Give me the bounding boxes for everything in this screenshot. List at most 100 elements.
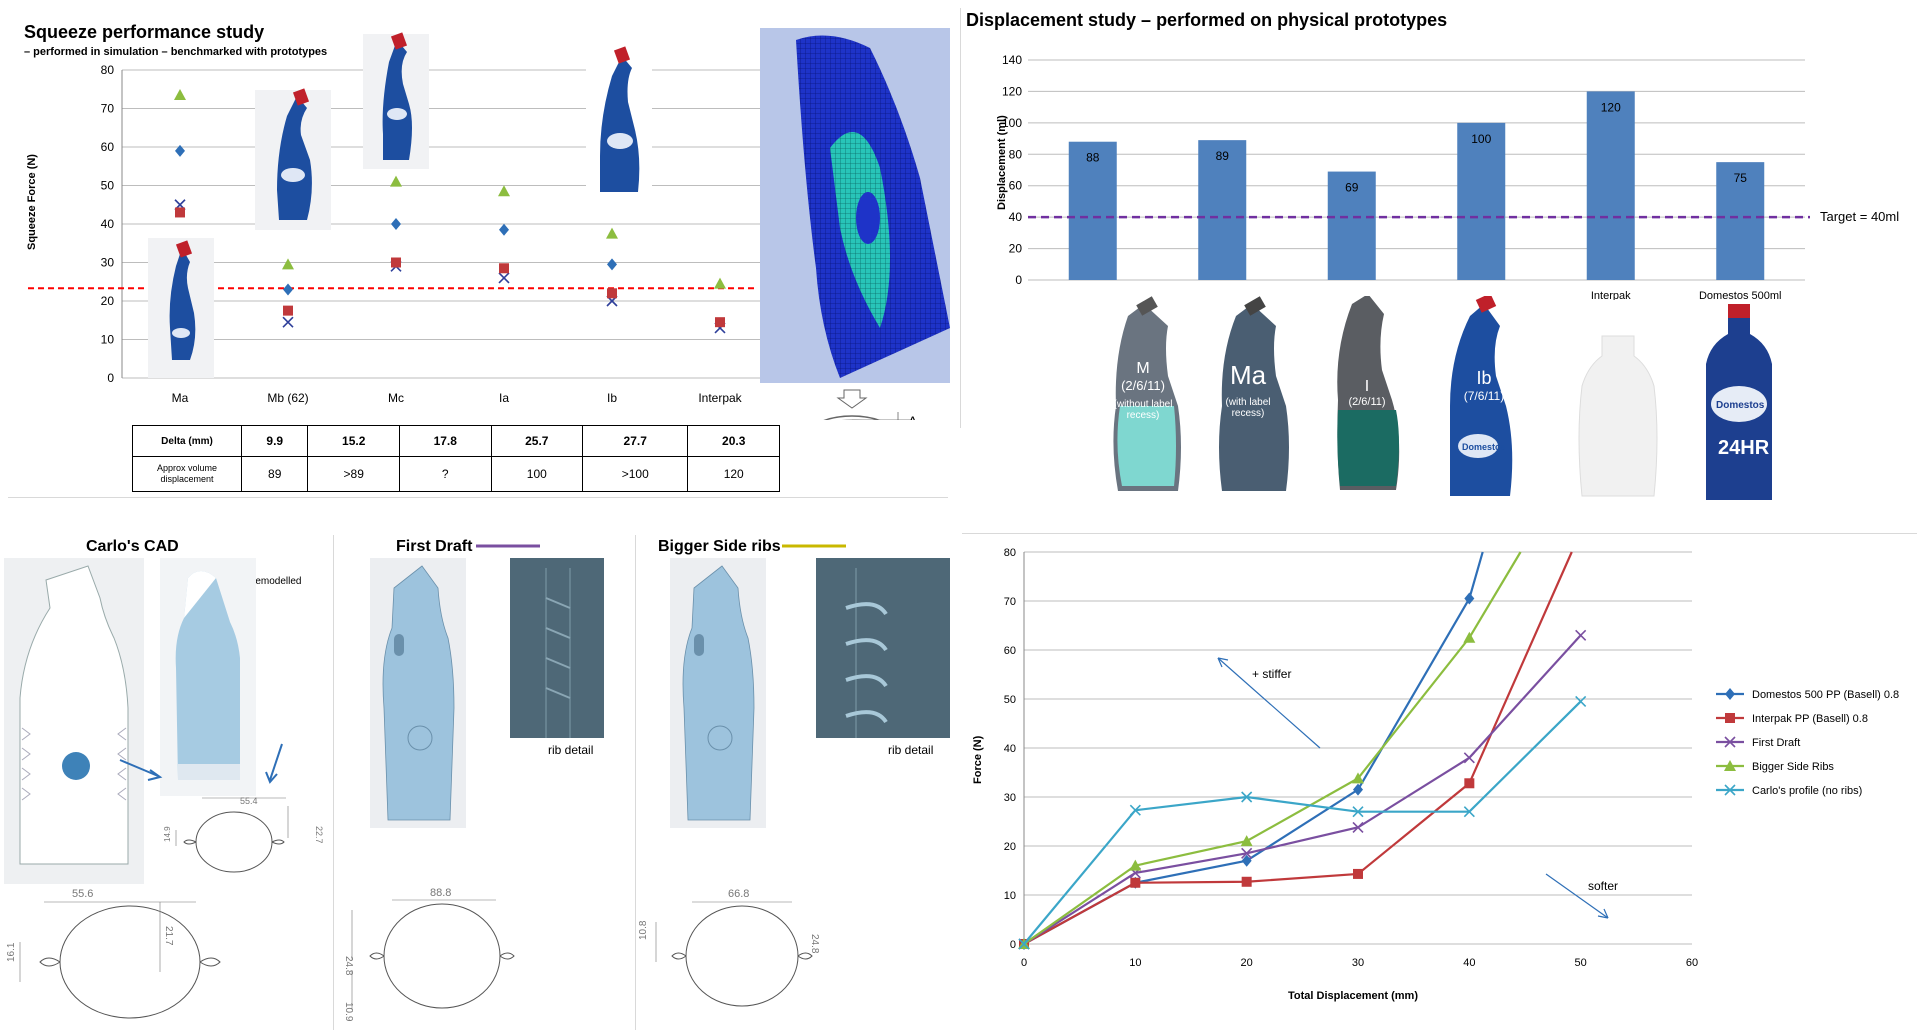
series-line <box>1023 700 1582 945</box>
dim-bigger-side: 10.8 <box>638 920 649 940</box>
bar-data-label: 100 <box>1471 132 1491 146</box>
data-point <box>1240 835 1253 847</box>
data-point <box>282 258 294 270</box>
bottle-label-ma-name: Ma <box>1229 360 1267 390</box>
data-point <box>1241 876 1252 887</box>
delta-cell: 17.8 <box>399 425 492 457</box>
squeeze-title: Squeeze performance study <box>24 22 265 42</box>
softer-label: softer <box>1588 879 1618 893</box>
first-draft-title: First Draft <box>396 538 473 555</box>
bottle-render-ma <box>148 238 214 378</box>
data-point <box>1353 783 1363 796</box>
volume-cell: >100 <box>582 456 689 492</box>
dim-bigger-width: 66.8 <box>728 888 749 900</box>
x-tick-label: Ib <box>607 391 617 405</box>
delta-cell: 27.7 <box>582 425 689 457</box>
data-point <box>1018 938 1030 950</box>
rib-detail-label-2: rib detail <box>888 743 934 757</box>
data-point <box>715 317 725 328</box>
stiffer-arrowhead-icon <box>1217 657 1229 668</box>
x-tick-label: Ia <box>499 391 509 405</box>
stiffer-arrow-icon <box>1217 657 1321 749</box>
bottle-label-m-name: M <box>1136 360 1150 377</box>
bottle-photo-domestos: Domestos 24HR <box>1706 304 1772 500</box>
x-tick-label: Ma <box>172 391 189 405</box>
delta-row: Delta (mm) 9.9 15.2 17.8 25.7 27.7 20.3 <box>132 425 780 457</box>
bottle-label-m-note: (without label recess) <box>1113 399 1173 421</box>
y-tick-label: 50 <box>1004 694 1016 706</box>
first-draft-section-drawing <box>351 899 515 1010</box>
bar <box>1457 122 1506 280</box>
data-point <box>1464 778 1475 789</box>
data-point <box>1464 592 1475 605</box>
delta-symbol: Δ <box>908 413 917 420</box>
dim-remod-side: 14.9 <box>163 826 172 842</box>
legend-label: Interpak PP (Basell) 0.8 <box>1752 713 1868 725</box>
y-tick-label: 80 <box>101 63 115 77</box>
carlo-cad-title: Carlo's CAD <box>86 538 179 555</box>
legend-marker <box>1724 760 1736 771</box>
data-point <box>175 144 185 157</box>
data-point <box>1241 847 1253 859</box>
delta-cell: 20.3 <box>687 425 780 457</box>
data-point <box>1463 806 1475 818</box>
data-point <box>391 257 401 268</box>
y-tick-label: 30 <box>101 256 115 270</box>
domestos-brand-text: Domestos <box>1716 400 1765 411</box>
volume-cell: 89 <box>240 456 309 492</box>
y-tick-label: 80 <box>1004 547 1016 559</box>
data-point <box>1241 854 1252 867</box>
y-tick-label: 10 <box>101 333 115 347</box>
bottle-label-m: M (2/6/11) (without label recess) <box>1108 360 1178 421</box>
y-tick-label: 0 <box>1010 939 1016 951</box>
bottle-photo-ib: Domestos <box>1450 296 1513 496</box>
force-gridlines <box>1023 551 1692 945</box>
bottle-label-ma: Ma (with label recess) <box>1213 360 1283 419</box>
y-tick-label: 40 <box>1009 210 1023 224</box>
bottle-render-ib <box>586 46 652 196</box>
legend-marker <box>1725 688 1735 700</box>
y-tick-label: 60 <box>1004 645 1016 657</box>
squeeze-ylabel: Squeeze Force (N) <box>26 154 38 250</box>
dim-carlo-height: 21.7 <box>163 926 174 946</box>
legend-marker <box>1724 736 1736 748</box>
bottle-photo-m <box>1113 296 1181 491</box>
x-tick-label: 50 <box>1575 957 1587 969</box>
data-point <box>1130 877 1141 888</box>
dim-remod-width: 55.4 <box>240 796 258 806</box>
displacement-title: Displacement study – performed on physic… <box>966 10 1448 30</box>
data-point <box>498 185 510 197</box>
bar <box>1068 141 1117 280</box>
data-point <box>1463 752 1475 764</box>
data-point <box>1463 631 1476 643</box>
y-tick-label: 20 <box>101 294 115 308</box>
y-tick-label: 100 <box>1002 116 1022 130</box>
bottle-label-i-date: (2/6/11) <box>1348 396 1386 408</box>
dim-carlo-side: 16.1 <box>6 942 17 962</box>
bar-data-label: 120 <box>1601 100 1621 114</box>
legend-label: First Draft <box>1752 737 1800 749</box>
bar <box>1716 162 1765 280</box>
domestos-badge: 24HR <box>1718 437 1770 459</box>
cad-drawings: 55.4 22.7 14.9 55.6 21.7 16.1 88.8 24.8 … <box>4 544 950 1022</box>
delta-cell: 15.2 <box>307 425 400 457</box>
bar-data-label: 75 <box>1734 171 1748 185</box>
bottle-render-mb <box>255 88 331 230</box>
quadrant-divider-vertical <box>960 8 961 428</box>
bottle-label-i-name: I <box>1364 378 1370 395</box>
legend-label: Bigger Side Ribs <box>1752 761 1834 773</box>
bottle-photo-ma <box>1219 296 1289 491</box>
x-tick-label: 0 <box>1021 957 1027 969</box>
data-point <box>1129 859 1142 871</box>
displacement-ylabel: Displacement (ml) <box>996 115 1008 210</box>
data-point <box>1353 868 1363 879</box>
legend-label: Domestos 500 PP (Basell) 0.8 <box>1752 689 1899 701</box>
x-tick-label: 40 <box>1463 957 1475 969</box>
cross-section-diagram <box>823 389 912 420</box>
data-point <box>1352 821 1364 833</box>
